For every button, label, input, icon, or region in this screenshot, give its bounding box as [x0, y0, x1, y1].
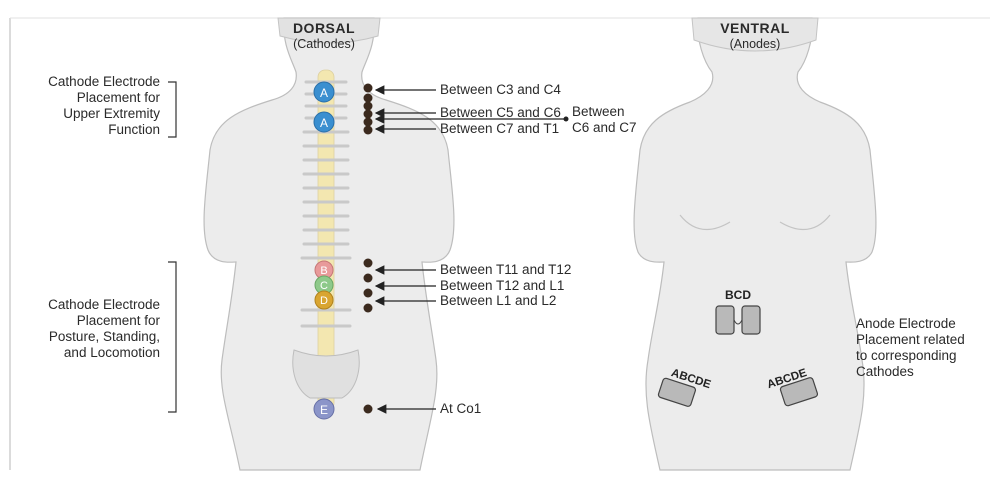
anode-note-line-3: to corresponding: [856, 348, 965, 364]
upper-line-1: Cathode Electrode: [10, 74, 160, 90]
svg-text:A: A: [320, 116, 328, 130]
anode-note-line-4: Cathodes: [856, 364, 965, 380]
callout-c5c6: Between C5 and C6: [440, 105, 561, 121]
electrode-d: D: [315, 291, 333, 309]
callout-c3c4: Between C3 and C4: [440, 82, 561, 98]
ventral-body: [634, 18, 876, 470]
lower-line-1: Cathode Electrode: [10, 297, 160, 313]
lower-line-3: Posture, Standing,: [10, 329, 160, 345]
electrode-e: E: [314, 399, 334, 419]
callout-l1l2: Between L1 and L2: [440, 293, 556, 309]
electrode-a2: A: [314, 112, 334, 132]
svg-text:A: A: [320, 86, 328, 100]
anode-note-line-1: Anode Electrode: [856, 316, 965, 332]
ventral-title: VENTRAL: [705, 20, 805, 36]
c6c7-line-2: C6 and C7: [572, 120, 637, 136]
upper-line-2: Placement for: [10, 90, 160, 106]
dorsal-title: DORSAL: [280, 20, 368, 36]
c6c7-dot: [564, 117, 569, 122]
callout-c6c7: Between C6 and C7: [572, 104, 637, 136]
lower-line-4: and Locomotion: [10, 345, 160, 361]
callout-c7t1: Between C7 and T1: [440, 121, 559, 137]
callout-t11t12: Between T11 and T12: [440, 262, 571, 278]
svg-text:D: D: [320, 295, 328, 307]
svg-text:E: E: [320, 403, 328, 417]
pelvis: [293, 350, 359, 398]
anode-note-line-2: Placement related: [856, 332, 965, 348]
ventral-subtitle: (Anodes): [705, 36, 805, 52]
anode-note: Anode Electrode Placement related to cor…: [856, 316, 965, 380]
upper-line-4: Function: [10, 122, 160, 138]
lower-line-2: Placement for: [10, 313, 160, 329]
c6c7-line-1: Between: [572, 104, 637, 120]
dorsal-subtitle: (Cathodes): [280, 36, 368, 52]
upper-group-label: Cathode Electrode Placement for Upper Ex…: [10, 74, 160, 138]
anode-label-center: BCD: [725, 288, 751, 302]
lower-group-label: Cathode Electrode Placement for Posture,…: [10, 297, 160, 361]
callout-co1: At Co1: [440, 401, 481, 417]
upper-line-3: Upper Extremity: [10, 106, 160, 122]
electrode-a1: A: [314, 82, 334, 102]
callout-t12l1: Between T12 and L1: [440, 278, 564, 294]
svg-text:B: B: [320, 265, 327, 277]
svg-text:C: C: [320, 280, 328, 292]
